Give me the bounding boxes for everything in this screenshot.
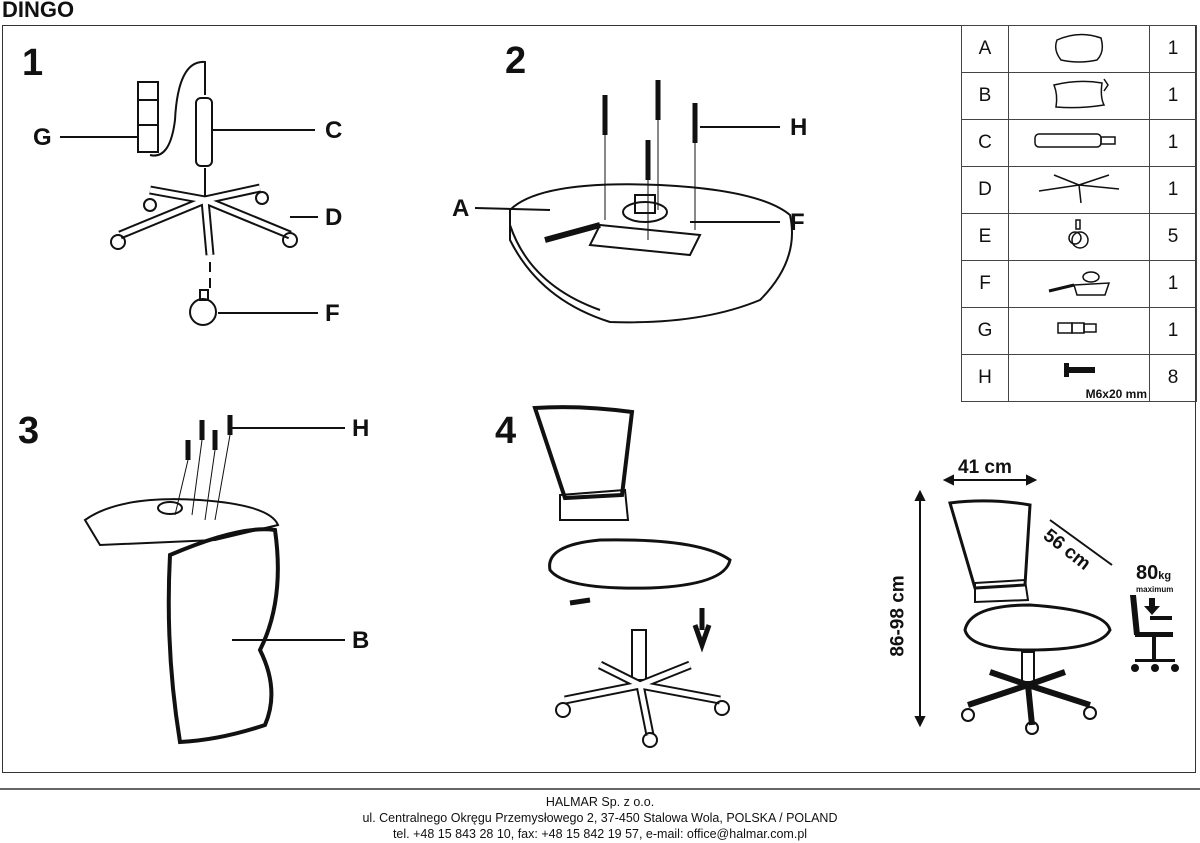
- part-qty: 1: [1149, 25, 1197, 73]
- label-f: F: [790, 209, 805, 236]
- part-letter: E: [961, 213, 1009, 261]
- max-load-number: 80: [1136, 562, 1159, 584]
- part-letter: G: [961, 307, 1009, 355]
- label-c: C: [325, 117, 343, 144]
- part-letter: H: [961, 354, 1009, 402]
- part-qty: 1: [1149, 307, 1197, 355]
- footer-company: HALMAR Sp. z o.o.: [545, 795, 655, 809]
- max-load-unit: kg: [1158, 570, 1172, 582]
- part-qty: 1: [1149, 166, 1197, 214]
- bolt-spec: M6x20 mm: [1085, 387, 1147, 401]
- gas-lift-c: [195, 97, 213, 167]
- part-qty: 5: [1149, 213, 1197, 261]
- footer-contact: tel. +48 15 843 28 10, fax: +48 15 842 1…: [392, 827, 808, 841]
- part-letter: B: [961, 72, 1009, 120]
- mechanism-icon: [1008, 260, 1150, 308]
- product-title: DINGO: [2, 0, 75, 22]
- max-load-icon: [1130, 595, 1179, 672]
- footer-address: ul. Centralnego Okręgu Przemysłowego 2, …: [362, 811, 838, 825]
- label-a: A: [452, 195, 470, 222]
- max-load-value: 80kg: [1136, 562, 1171, 585]
- step2-seat-drawing: [474, 80, 793, 324]
- step4-final-drawing: [532, 405, 732, 748]
- label-h: H: [352, 415, 370, 442]
- part-letter: F: [961, 260, 1009, 308]
- part-qty: 8: [1149, 354, 1197, 402]
- label-g: G: [33, 124, 52, 151]
- label-b: B: [352, 627, 370, 654]
- step3-backrest-drawing: [83, 415, 345, 745]
- part-qty: 1: [1149, 260, 1197, 308]
- step1-base-drawing: [60, 60, 318, 326]
- bolt-icon: M6x20 mm: [1008, 354, 1150, 402]
- caster-icon: [1008, 213, 1150, 261]
- part-letter: C: [961, 119, 1009, 167]
- label-h: H: [790, 114, 808, 141]
- step-number-2: 2: [505, 40, 527, 82]
- cover-icon: [1008, 307, 1150, 355]
- step-number-1: 1: [22, 42, 44, 84]
- star-base-icon: [1008, 166, 1150, 214]
- part-letter: D: [961, 166, 1009, 214]
- max-load-label: maximum: [1136, 585, 1174, 594]
- label-f: F: [325, 300, 340, 327]
- step-number-3: 3: [18, 410, 40, 452]
- width-dimension: 41 cm: [958, 457, 1012, 478]
- dimension-drawing: [914, 474, 1113, 735]
- part-letter: A: [961, 25, 1009, 73]
- part-qty: 1: [1149, 72, 1197, 120]
- footer: HALMAR Sp. z o.o. ul. Centralnego Okręgu…: [0, 788, 1200, 842]
- backrest-icon: [1008, 72, 1150, 120]
- gas-lift-icon: [1008, 119, 1150, 167]
- label-d: D: [325, 204, 343, 231]
- cover-g: [137, 81, 159, 153]
- seat-icon: [1008, 25, 1150, 73]
- step-number-4: 4: [495, 410, 517, 452]
- height-dimension: 86-98 cm: [887, 575, 909, 657]
- part-qty: 1: [1149, 119, 1197, 167]
